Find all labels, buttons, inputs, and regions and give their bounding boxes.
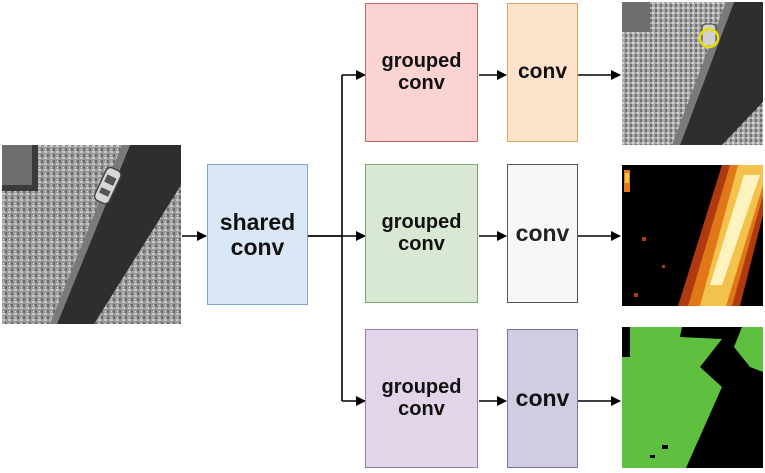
grouped-conv-label-3: grouped conv	[381, 375, 462, 420]
output-heatmap-image	[622, 165, 763, 306]
grouped-conv-block-2: grouped conv	[365, 164, 478, 303]
conv-label-2: conv	[515, 220, 570, 247]
grouped-conv-block-3: grouped conv	[365, 329, 478, 468]
conv-label-3: conv	[515, 385, 570, 412]
input-aerial-image	[2, 145, 181, 324]
output-segmentation-image	[622, 327, 763, 468]
conv-block-3: conv	[507, 329, 578, 468]
grouped-conv-label-2: grouped conv	[381, 210, 462, 255]
conv-block-1: conv	[507, 3, 578, 142]
shared-conv-label: shared conv	[219, 208, 296, 260]
car-icon	[93, 166, 122, 205]
shared-conv-block: shared conv	[207, 164, 308, 305]
detection-circle-icon	[698, 27, 720, 49]
grouped-conv-block-1: grouped conv	[365, 3, 478, 142]
output-detection-image	[622, 2, 763, 145]
grouped-conv-label-1: grouped conv	[381, 49, 462, 94]
conv-label-1: conv	[517, 60, 567, 84]
conv-block-2: conv	[507, 164, 578, 303]
